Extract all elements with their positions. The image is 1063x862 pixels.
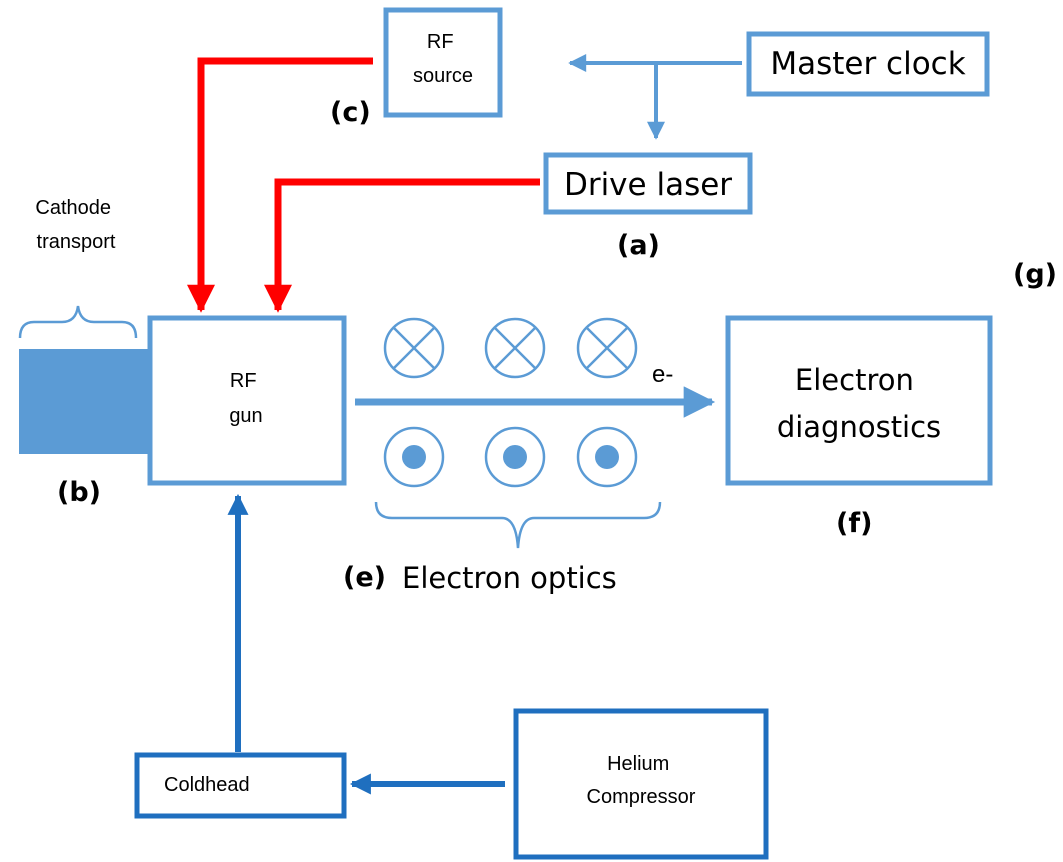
cathode-transport-label: Cathode transport: [35, 197, 116, 253]
helium-compressor-label: Helium Compressor: [587, 753, 696, 808]
rf-gun-label: RF gun: [229, 370, 262, 427]
electron-optics-brace: [374, 501, 662, 549]
label-a: (a): [617, 230, 660, 261]
field-out-of-page-icon: [383, 426, 445, 488]
label-g: (g): [1013, 259, 1057, 290]
drive-laser-box: [543, 152, 753, 215]
coldhead-label: Coldhead: [164, 774, 250, 796]
electron-optics-label: Electron optics: [402, 561, 617, 595]
master-clock-box: [746, 31, 990, 97]
field-into-page-icon: [484, 317, 546, 379]
label-e: (e): [343, 562, 386, 593]
rf-feed-line: [187, 57, 373, 313]
cathode-block: [19, 349, 149, 454]
helium-compressor-box: [513, 708, 769, 860]
drive-laser-label: Drive laser: [564, 167, 732, 203]
rf-source-label: RF source: [413, 31, 473, 87]
beam-label: e-: [652, 361, 673, 388]
cathode-transport-brace: [18, 305, 138, 339]
master-clock-label: Master clock: [770, 46, 965, 82]
field-into-page-icon: [383, 317, 445, 379]
electron-diagnostics-box: [725, 315, 993, 486]
rf-source-box: [383, 7, 503, 118]
label-c: (c): [330, 97, 371, 128]
electron-diagnostics-label: Electron diagnostics: [777, 363, 941, 444]
rf-gun-box: [147, 315, 347, 486]
label-b: (b): [57, 477, 101, 508]
field-out-of-page-icon: [484, 426, 546, 488]
label-f: (f): [836, 508, 872, 539]
coldhead-box: [134, 752, 347, 819]
field-out-of-page-icon: [576, 426, 638, 488]
field-into-page-icon: [576, 317, 638, 379]
laser-feed-line: [264, 178, 540, 313]
